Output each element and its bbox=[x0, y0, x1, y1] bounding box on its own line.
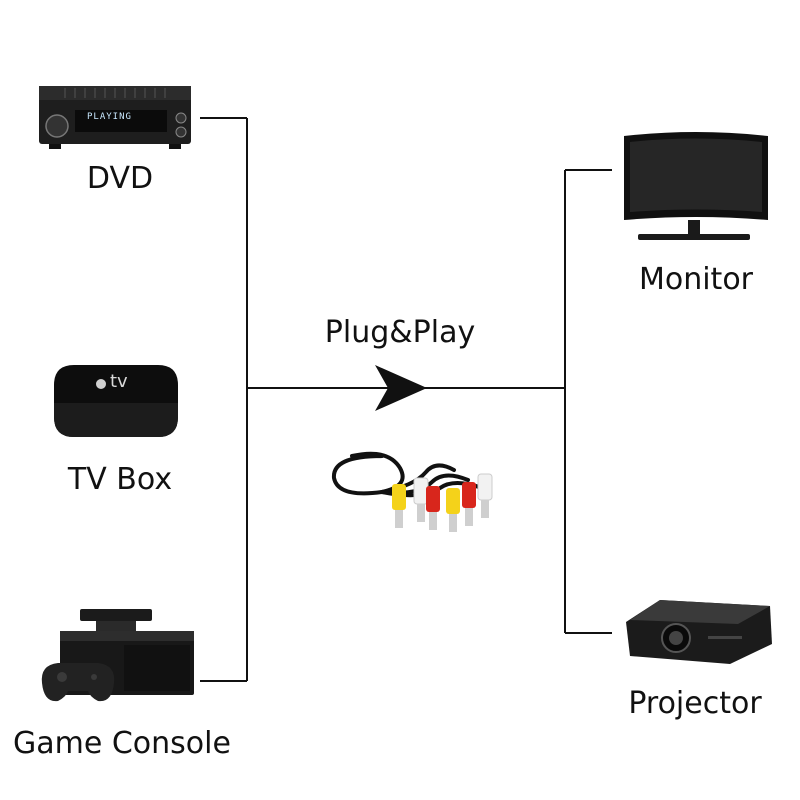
rca-cable-icon bbox=[322, 426, 512, 561]
projector-icon bbox=[620, 592, 780, 670]
monitor-label: Monitor bbox=[638, 262, 754, 297]
signal-arrow-icon bbox=[375, 365, 427, 411]
tv-box-label: TV Box bbox=[67, 462, 173, 497]
tv-box-logo-text: tv bbox=[110, 371, 128, 392]
dvd-label: DVD bbox=[86, 161, 154, 196]
dvd-player-icon: PLAYING bbox=[35, 78, 195, 158]
game-console-label: Game Console bbox=[13, 726, 231, 761]
game-console-icon bbox=[36, 605, 201, 710]
tv-box-icon: tv bbox=[44, 355, 188, 451]
projector-label: Projector bbox=[628, 686, 762, 721]
plug-and-play-label: Plug&Play bbox=[324, 315, 476, 350]
monitor-icon bbox=[620, 128, 772, 248]
dvd-display-text: PLAYING bbox=[87, 112, 132, 122]
